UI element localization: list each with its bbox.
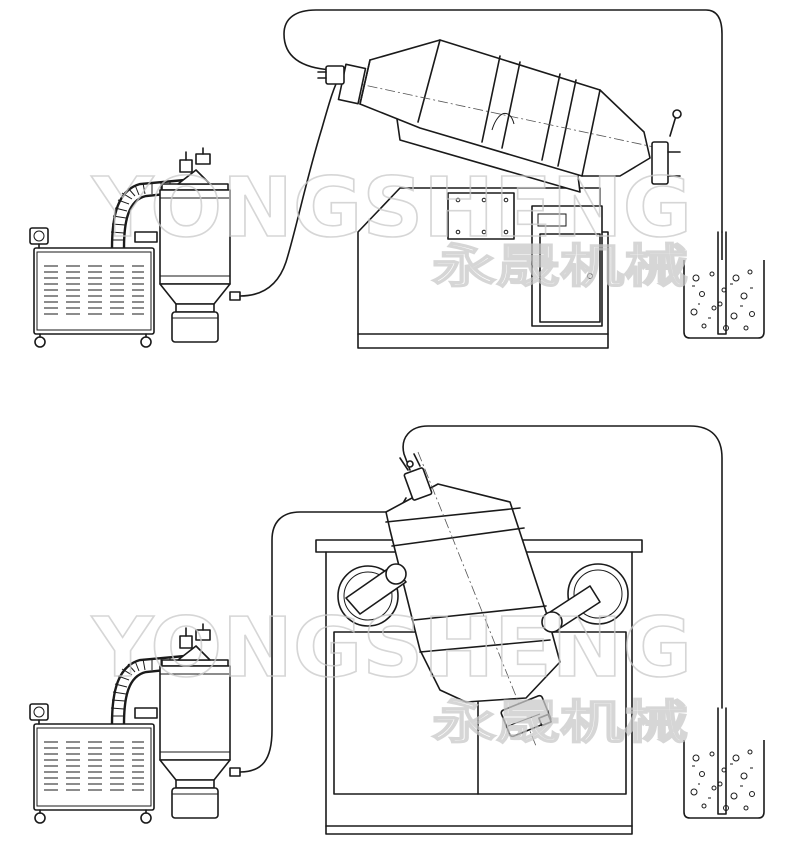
watermark-latin-bottom: YONGSHENG [91,601,692,696]
mixer-base-top [357,187,609,349]
beaker-top [683,259,765,339]
watermark-chinese-bottom: 永晟机械 [432,695,688,749]
vacuum-line-top [283,9,723,233]
vacuum-line-bottom [402,425,723,709]
watermark-latin-top: YONGSHENG [91,161,692,256]
mixer-drum-top [317,39,682,193]
beaker-bottom [683,739,765,819]
watermark-bottom: YONGSHENG 永晟机械 [90,600,693,750]
diagram-bottom [28,425,765,835]
watermark-top: YONGSHENG 永晟机械 [90,160,693,294]
feed-line-top [239,75,341,297]
mixer-drum-bottom [345,451,601,747]
watermark-chinese-top: 永晟机械 [432,239,688,293]
diagram-top [28,9,765,349]
